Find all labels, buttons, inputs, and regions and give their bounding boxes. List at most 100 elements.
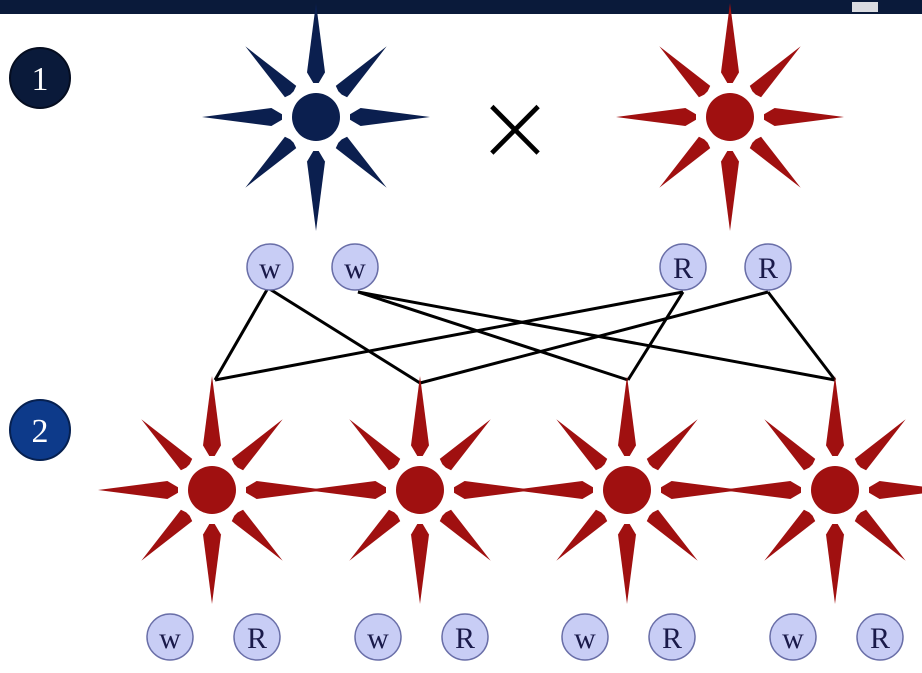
flower-petal — [764, 509, 816, 561]
flower-petal — [307, 3, 325, 83]
flower-petal — [335, 46, 387, 98]
flower-petal — [869, 481, 922, 499]
flower-petal — [513, 481, 593, 499]
flower-petal — [202, 108, 282, 126]
parent-flower-1 — [202, 3, 430, 231]
allele-label: w — [574, 622, 596, 655]
flower-petal — [826, 376, 844, 456]
parent-2-allele-1: R — [659, 243, 707, 291]
flower-center — [706, 93, 754, 141]
flower-petal — [646, 509, 698, 561]
flower-petal — [826, 524, 844, 604]
allele-circle — [769, 613, 817, 661]
line-w1-to-child1 — [213, 287, 270, 381]
flower-petal — [141, 509, 193, 561]
step-1-badge: 1 — [9, 47, 71, 109]
flower-petal — [854, 509, 906, 561]
offspring-1-allele-2: R — [233, 613, 281, 661]
flower-petal — [203, 376, 221, 456]
flower-center — [292, 93, 340, 141]
line-r1-to-child1 — [214, 290, 684, 382]
cross-symbol: × — [475, 71, 555, 183]
allele-circle — [744, 243, 792, 291]
flower-petal — [661, 481, 741, 499]
flower-petal — [721, 3, 739, 83]
flower-petal — [439, 509, 491, 561]
offspring-2-allele-2: R — [441, 613, 489, 661]
line-r2-to-child2 — [419, 290, 769, 385]
allele-label: w — [344, 252, 366, 285]
allele-circle — [331, 243, 379, 291]
line-r1-to-child3 — [626, 291, 685, 381]
allele-circle — [233, 613, 281, 661]
allele-label: R — [673, 252, 693, 285]
flower-petal — [659, 46, 711, 98]
flower-petal — [854, 419, 906, 471]
flower-petal — [335, 136, 387, 188]
allele-circle — [146, 613, 194, 661]
line-r2-to-child4 — [766, 291, 837, 381]
flower-petal — [721, 481, 801, 499]
offspring-1-allele-1: w — [146, 613, 194, 661]
parent-2-allele-2: R — [744, 243, 792, 291]
flower-petal — [306, 481, 386, 499]
flower-petal — [411, 376, 429, 456]
inheritance-lines — [213, 286, 837, 385]
flower-petal — [659, 136, 711, 188]
top-bar-corner-mark — [852, 2, 878, 12]
flower-petal — [350, 108, 430, 126]
allele-circle — [659, 243, 707, 291]
allele-label: R — [247, 622, 267, 655]
line-w2-to-child3 — [357, 290, 629, 382]
flower-petal — [349, 509, 401, 561]
offspring-4-allele-2: R — [856, 613, 904, 661]
flower-petal — [98, 481, 178, 499]
allele-label: w — [782, 622, 804, 655]
offspring-4-allele-1: w — [769, 613, 817, 661]
parent-1-allele-1: w — [246, 243, 294, 291]
flower-petal — [618, 524, 636, 604]
allele-label: R — [662, 622, 682, 655]
allele-circle — [648, 613, 696, 661]
flower-petal — [618, 376, 636, 456]
step-2-label: 2 — [32, 413, 49, 450]
offspring-3-allele-1: w — [561, 613, 609, 661]
flower-petal — [411, 524, 429, 604]
flower-petal — [439, 419, 491, 471]
flower-center — [603, 466, 651, 514]
offspring-flower-4 — [721, 376, 922, 604]
allele-label: R — [455, 622, 475, 655]
allele-label: R — [870, 622, 890, 655]
flower-petal — [616, 108, 696, 126]
flower-center — [188, 466, 236, 514]
flower-petal — [764, 108, 844, 126]
flower-petal — [246, 481, 326, 499]
allele-label: R — [758, 252, 778, 285]
flower-petal — [749, 46, 801, 98]
flower-petal — [749, 136, 801, 188]
flower-center — [396, 466, 444, 514]
flower-petal — [231, 509, 283, 561]
parent-1-allele-2: w — [331, 243, 379, 291]
flower-center — [811, 466, 859, 514]
flower-petal — [307, 151, 325, 231]
offspring-2-allele-1: w — [354, 613, 402, 661]
line-w1-to-child2 — [267, 286, 421, 385]
top-bar — [0, 0, 922, 14]
flower-petal — [721, 151, 739, 231]
offspring-flower-1 — [98, 376, 326, 604]
flower-petal — [454, 481, 534, 499]
flower-petal — [245, 136, 297, 188]
offspring-flower-2 — [306, 376, 534, 604]
flower-petal — [245, 46, 297, 98]
flower-petal — [764, 419, 816, 471]
allele-circle — [561, 613, 609, 661]
flower-petal — [349, 419, 401, 471]
allele-circle — [441, 613, 489, 661]
allele-circle — [856, 613, 904, 661]
offspring-flower-3 — [513, 376, 741, 604]
flower-petal — [231, 419, 283, 471]
flower-petal — [141, 419, 193, 471]
